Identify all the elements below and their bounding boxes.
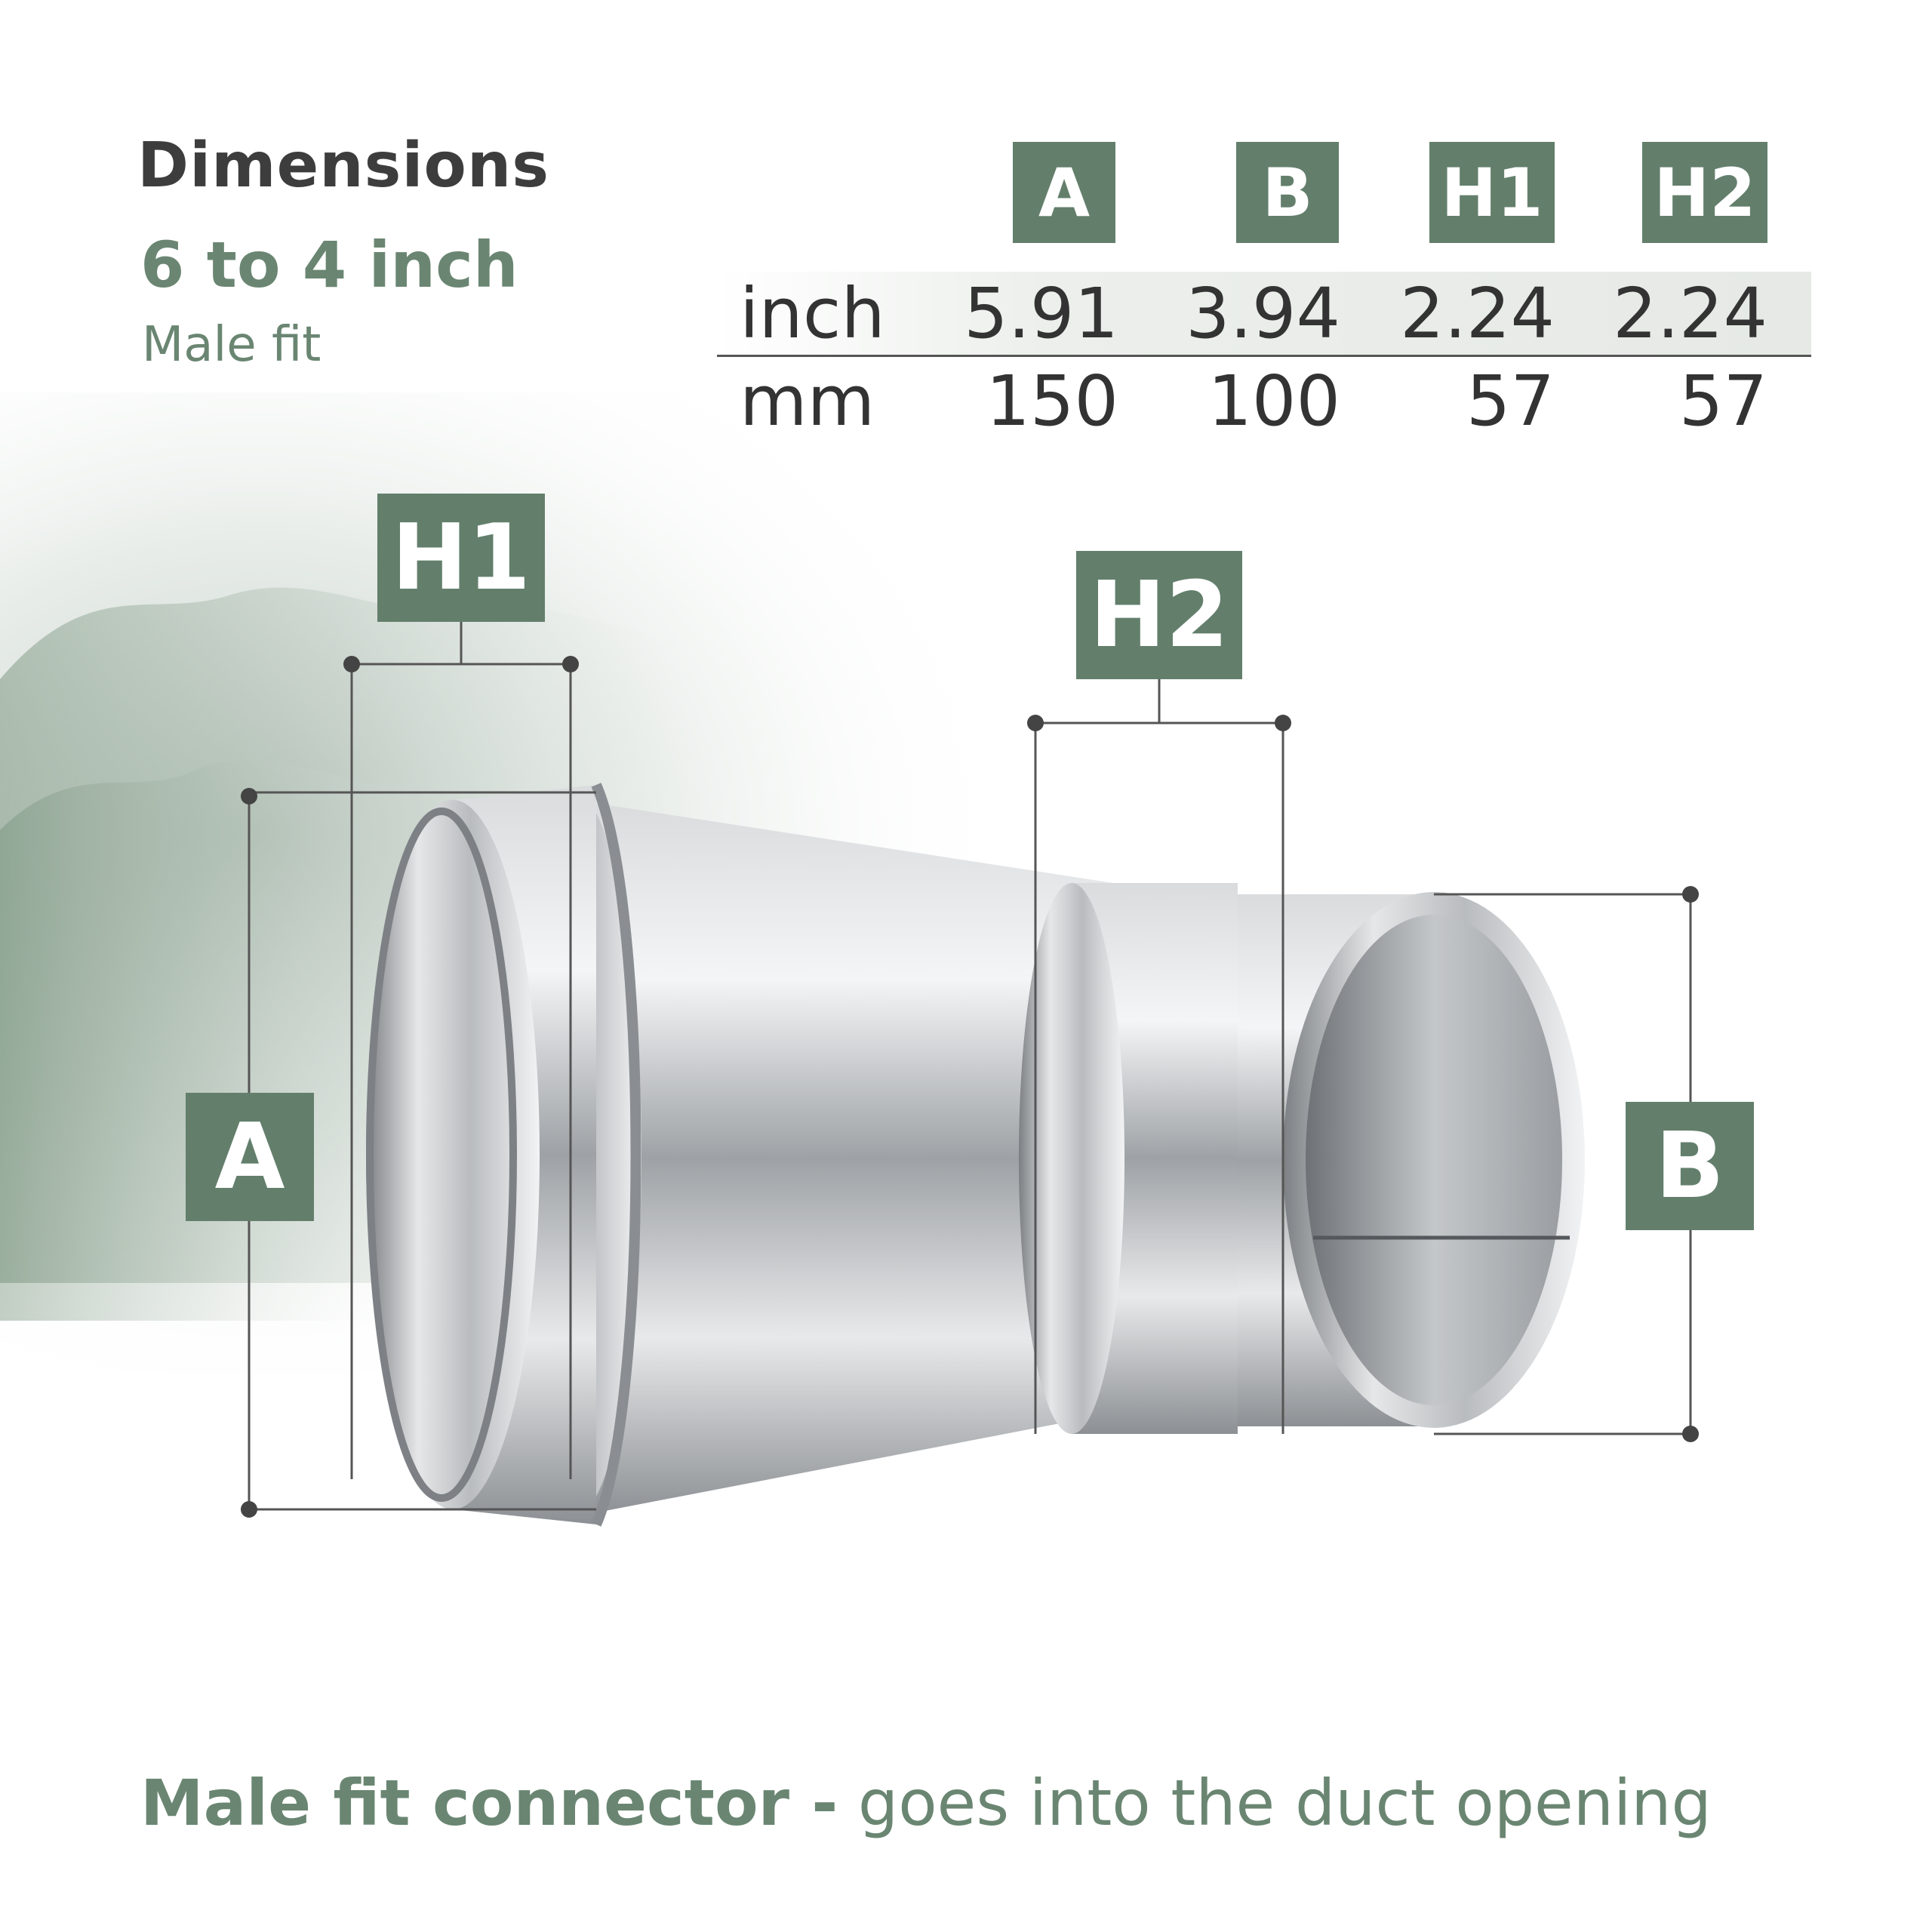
cell-mm-b: 100 xyxy=(1208,361,1340,441)
label-h2: H2 xyxy=(1076,551,1242,679)
row-unit-mm: mm xyxy=(740,361,875,441)
table-row-highlight xyxy=(717,272,1811,355)
row-unit-inch: inch xyxy=(740,273,885,354)
cell-mm-h1: 57 xyxy=(1466,361,1555,441)
cell-inch-a: 5.91 xyxy=(964,273,1118,354)
label-a: A xyxy=(186,1093,314,1221)
cell-mm-h2: 57 xyxy=(1678,361,1767,441)
column-header-b: B xyxy=(1236,142,1339,243)
table-divider xyxy=(717,355,1811,357)
column-header-a: A xyxy=(1013,142,1115,243)
label-b: B xyxy=(1626,1102,1754,1230)
cell-inch-h1: 2.24 xyxy=(1400,273,1555,354)
column-header-h1: H1 xyxy=(1429,142,1555,243)
page-title: Dimensions xyxy=(137,130,550,202)
cell-inch-h2: 2.24 xyxy=(1613,273,1767,354)
column-header-h2: H2 xyxy=(1642,142,1767,243)
cell-inch-b: 3.94 xyxy=(1186,273,1340,354)
footer-rest: goes into the duct opening xyxy=(838,1766,1712,1840)
fit-type: Male fit xyxy=(142,317,321,373)
footer-bold: Male fit connector - xyxy=(140,1766,838,1840)
footer-caption: Male fit connector - goes into the duct … xyxy=(140,1766,1712,1840)
cell-mm-a: 150 xyxy=(986,361,1118,441)
size-subtitle: 6 to 4 inch xyxy=(140,228,518,302)
label-h1: H1 xyxy=(377,494,545,622)
